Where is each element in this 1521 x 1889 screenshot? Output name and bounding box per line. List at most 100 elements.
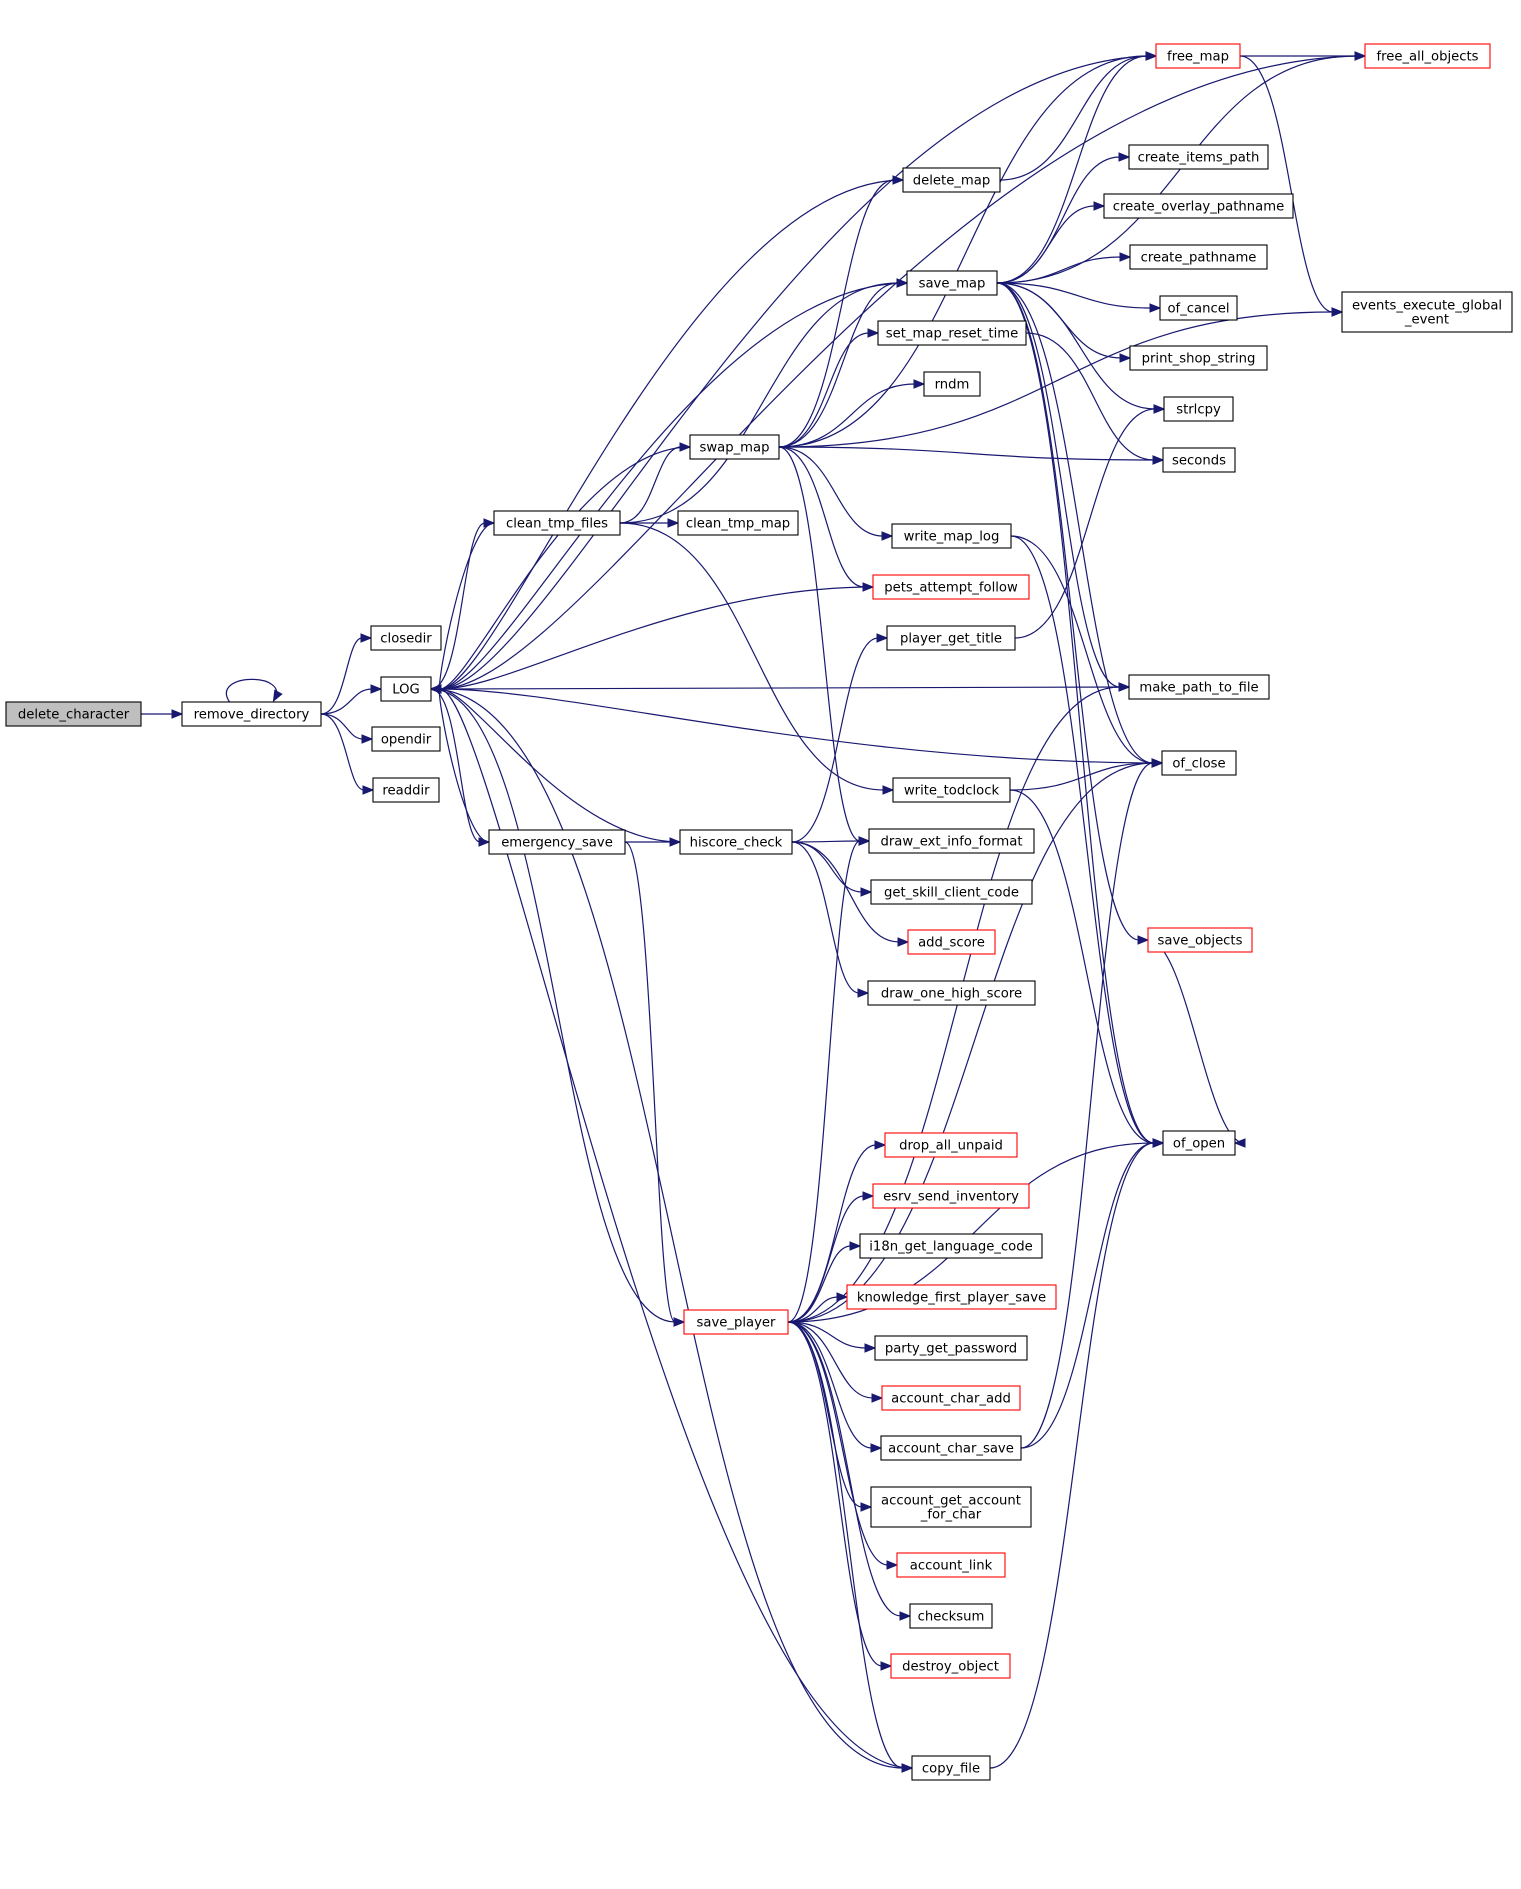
node-label: party_get_password [885,1342,1017,1357]
arrow-head [1119,252,1132,262]
node-set-map-reset-time[interactable]: set_map_reset_time [877,320,1027,346]
edge-emergency-save-to-LOG [429,684,490,843]
node-create-overlay-pathname[interactable]: create_overlay_pathname [1103,193,1294,219]
edge-line [787,840,861,1323]
edge-save-map-to-LOG [429,282,908,694]
node-add-score[interactable]: add_score [907,929,996,955]
node-free-map[interactable]: free_map [1155,43,1241,69]
node-seconds[interactable]: seconds [1162,447,1236,473]
node-of-open[interactable]: of_open [1162,1130,1236,1156]
node-destroy-object[interactable]: destroy_object [890,1653,1011,1679]
node-write-todclock[interactable]: write_todclock [892,777,1011,803]
edge-line [996,205,1096,284]
node-save-map[interactable]: save_map [906,270,998,296]
edge-clean-tmp-files-to-write-todclock [619,522,895,795]
node-rndm[interactable]: rndm [923,371,981,397]
node-box [877,320,1027,346]
node-strlcpy[interactable]: strlcpy [1163,396,1234,422]
edge-line [787,1321,904,1769]
node-copy-file[interactable]: copy_file [911,1755,991,1781]
node-clean-tmp-files[interactable]: clean_tmp_files [493,510,621,536]
node-checksum[interactable]: checksum [909,1603,993,1629]
node-LOG[interactable]: LOG [380,676,432,702]
node-create-items-path[interactable]: create_items_path [1128,144,1269,170]
node-of-cancel[interactable]: of_cancel [1159,295,1238,321]
node-label: drop_all_unpaid [899,1139,1003,1154]
node-draw-one-high-score[interactable]: draw_one_high_score [867,980,1036,1006]
node-party-get-password[interactable]: party_get_password [874,1335,1028,1361]
node-knowledge-first-player-save[interactable]: knowledge_first_player_save [846,1284,1057,1310]
node-opendir[interactable]: opendir [371,726,441,752]
node-of-close[interactable]: of_close [1161,750,1237,776]
edge-save-player-to-checksum [787,1321,912,1621]
node-write-map-log[interactable]: write_map_log [891,523,1012,549]
edge-swap-map-to-write-map-log [778,446,894,541]
edge-line [226,678,277,703]
arrow-head [1152,1138,1165,1148]
node-hiscore-check[interactable]: hiscore_check [679,829,793,855]
edge-line [1020,762,1154,1449]
node-player-get-title[interactable]: player_get_title [886,625,1016,651]
node-account-get-account-for-char[interactable]: account_get_account_for_char [870,1486,1032,1528]
node-label: of_open [1173,1137,1225,1152]
node-print-shop-string[interactable]: print_shop_string [1129,345,1268,371]
edge-line [787,1321,873,1449]
node-label: delete_map [913,174,990,189]
node-create-pathname[interactable]: create_pathname [1129,244,1268,270]
node-box [870,1486,1032,1528]
node-emergency-save[interactable]: emergency_save [488,829,626,855]
node-box [488,829,626,855]
node-delete-map[interactable]: delete_map [902,167,1001,193]
node-get-skill-client-code[interactable]: get_skill_client_code [870,879,1033,905]
edge-hiscore-check-to-player-get-title [791,633,889,843]
node-i18n-get-language-code[interactable]: i18n_get_language_code [859,1233,1043,1259]
edge-save-player-to-draw-ext-info-format [787,836,871,1323]
node-label: events_execute_global [1352,299,1502,314]
node-readdir[interactable]: readdir [372,777,440,803]
arrow-head [1137,935,1150,945]
edge-line [791,841,900,943]
node-drop-all-unpaid[interactable]: drop_all_unpaid [884,1132,1018,1158]
node-box [902,167,1001,193]
arrow-head [1233,1138,1246,1148]
node-remove-directory[interactable]: remove_directory [181,701,322,727]
edge-line [439,55,1157,690]
node-label: _for_char [920,1508,982,1523]
edge-line [778,311,1334,448]
node-draw-ext-info-format[interactable]: draw_ext_info_format [868,828,1035,854]
node-free-all-objects[interactable]: free_all_objects [1364,43,1491,69]
node-pets-attempt-follow[interactable]: pets_attempt_follow [872,574,1030,600]
node-label: _event [1404,313,1449,328]
node-clean-tmp-map[interactable]: clean_tmp_map [677,510,799,536]
arrow-head [673,1317,686,1327]
node-save-objects[interactable]: save_objects [1147,927,1253,953]
edge-line [619,522,885,791]
arrow-head [370,684,383,694]
edge-line [430,688,676,1323]
node-closedir[interactable]: closedir [370,625,442,651]
node-label: esrv_send_inventory [883,1190,1019,1205]
node-swap-map[interactable]: swap_map [689,434,780,460]
node-make-path-to-file[interactable]: make_path_to_file [1128,674,1270,700]
node-box [906,270,998,296]
node-events-execute-global-event[interactable]: events_execute_global_event [1341,291,1513,333]
node-box [874,1335,1028,1361]
edge-swap-map-to-events-execute-global-event [778,307,1344,448]
node-label: of_cancel [1167,302,1229,317]
node-label: clean_tmp_map [686,517,790,532]
node-account-char-save[interactable]: account_char_save [880,1435,1022,1461]
edge-copy-file-to-LOG [429,684,913,1769]
node-esrv-send-inventory[interactable]: esrv_send_inventory [872,1183,1030,1209]
node-account-link[interactable]: account_link [896,1552,1006,1578]
node-box [1128,144,1269,170]
node-label: seconds [1172,454,1226,469]
edge-LOG-to-save-player [430,688,686,1327]
edge-line [320,637,363,715]
node-box [372,777,440,803]
edge-remove-directory-to-readdir [320,713,375,795]
node-account-char-add[interactable]: account_char_add [881,1385,1021,1411]
node-label: make_path_to_file [1139,681,1258,696]
node-label: get_skill_client_code [884,886,1019,901]
node-save-player[interactable]: save_player [683,1309,789,1335]
arrow-head [860,887,873,897]
